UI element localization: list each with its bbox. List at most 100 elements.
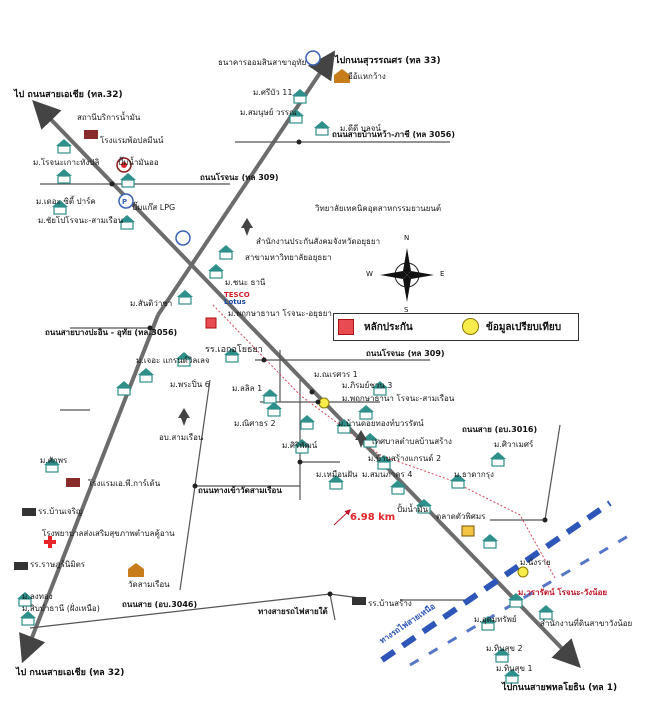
place-label: ม.ศิวาเมศร์ [494,440,534,449]
hospital-cross-icon [44,536,56,548]
house-icon [44,458,60,473]
hotel-icon [66,130,98,487]
place-label: ม.สมนุษย์ วรรณ [240,108,297,117]
place-label: ม.ลงทอง [22,592,53,601]
house-icon [372,381,388,396]
house-icon [224,348,240,363]
place-label: รร.บ้านเจริญ [38,507,83,516]
place-label: ม.เหมือนฝัน [316,470,358,479]
compass-star-icon [380,248,434,302]
compass-rose: N S W E [366,234,444,314]
house-icon [20,611,36,626]
place-label: ม.ธาดากรุง [454,470,494,479]
house-icon [358,405,374,420]
place-label: อีอ้แหกว้าง [348,72,386,81]
lotus-text: Lotus [224,298,246,306]
place-label: ม.ชนะ ธานี [225,278,266,287]
legend-comparable-label: ข้อมูลเปรียบเทียบ [486,322,562,333]
place-label: ม.ดีดี บลจน์ [340,124,381,133]
compass-w: W [366,270,373,278]
place-label: โรงแรมพ้อปลมีนน์ [100,136,164,145]
distance-route [212,304,556,579]
highway-3056-south [19,314,160,664]
house-icon [294,439,310,454]
house-icon [314,121,330,136]
house-icon [328,475,344,490]
place-label: ม.สมนภาคร 4 [362,470,413,479]
place-label: สถานีบริการน้ำมัน [77,113,141,122]
subject-property-marker [205,317,217,329]
place-label: โรงแรมเอ.พี.การ์เด้น [88,479,161,488]
place-label: ม.ชัยโปโรจนะ-สามเรือน [38,216,124,225]
dest-north: ไปกนนสุวรรณศร (ทล 33) [335,56,441,66]
house-icon [208,264,224,279]
bus-icon [14,508,366,605]
place-label: ม.สิบบำธานี (ฝั่งเหนือ) [22,604,100,613]
distance-label: 6.98 km [350,512,396,523]
house-icon [52,200,68,215]
place-label: ม.บ้านดอยทองท์บวรรัตน์ [338,419,424,428]
place-label: ปั๊มน้ำมันออ [118,158,159,167]
place-label: ธนาคารออมสินสาขาอุทัย [218,58,307,67]
highway-3056-north [156,50,336,317]
place-label: อบ.สามเรือน [159,433,204,442]
road-label-temple: ถนนทางเข้าวัดสามเรือน [198,486,282,495]
place-label: เทศบาลตำบลบ้านสร้าง [372,437,452,446]
svg-text:P: P [122,198,127,206]
place-label: วิทยาลัยเทคนิคอุตสาหกรรมยานยนต์ [315,204,442,213]
house-icon [416,499,432,514]
place-label: ม.พฤกษาธานา โรจนะ-อยุธยา [228,309,332,318]
legend-subject-swatch [338,319,354,335]
house-icon [17,592,33,607]
place-label: ม.สันติว่าชา [130,299,173,308]
house-icon [362,433,378,448]
secondary-roads [29,141,561,629]
place-label: ม.พฤกษาธานา โรจนะ-สามเรือน [342,394,455,403]
place-label: ม.ภิรมย์ชวน 3 [342,381,393,390]
place-label: โรงพยาบาลส่งเสริมสุขภาพตำบลคู้อาน [42,529,175,538]
place-label-comparable: ม.วรารัตน์ โรจนะ-วังน้อย [518,588,608,597]
house-icon [262,389,278,404]
road-label-3046: ถนนสาย (อบ.3046) [122,600,198,609]
road-label-3016: ถนนสาย (อบ.3016) [462,425,538,434]
place-label: ม.ศรีบัว 11 [253,88,293,97]
distance-arrow [333,509,351,526]
house-icon [508,593,524,608]
house-icon [138,368,154,383]
compass-s: S [404,306,409,314]
house-icon [504,669,520,684]
house-icon [266,402,282,417]
tesco-logo: TESCO Lotus [224,292,250,306]
temple-icon [128,69,350,577]
comparable-marker-1 [318,397,330,409]
legend-box: หลักประกัน ข้อมูลเปรียบเทียบ [333,313,579,341]
market-icon [461,525,475,537]
place-label: ม.บ้านสร้างแกรนด์ 2 [368,454,442,463]
road-label-rail-south: ทางสายรถไฟสายใต้ [258,607,328,616]
place-label: ตลาดตัวพิศมร [436,512,486,521]
legend-subject-label: หลักประกัน [364,322,413,333]
place-label: ปั้มน้ำมัน [397,505,429,514]
house-icon [336,419,352,434]
road-label-309-b: ถนนโรจนะ (ทล 309) [366,349,445,358]
place-label: ม.โรจนะเกาะทังปลิ [33,158,100,167]
house-icon [56,139,72,154]
place-label: ม.ศักพร [40,456,68,465]
house-icon [56,169,72,184]
place-label: ม.ทินสุข 1 [496,664,533,673]
house-icon [218,245,234,260]
place-label: รร.ราษฎร์นิมิตร [30,560,86,569]
place-label: รร.เอกอโยธยา [205,345,263,355]
place-label: ม.เจอะ แกรนด์วิลเลจ [136,356,210,365]
place-label: สำนักงานที่ดินสาขาวังน้อย [540,619,633,628]
junction-dots [109,139,548,597]
legend-comparable-swatch [462,318,479,335]
house-icon [176,352,192,367]
house-icon [292,89,308,104]
place-label: สาขามหาวิทยาลัยอยุธยา [245,253,332,262]
government-emblem-icon [178,218,367,448]
place-label: ม.ศิริพัฒน์ [282,441,318,450]
house-icon [120,173,136,188]
house-icon [119,215,135,230]
